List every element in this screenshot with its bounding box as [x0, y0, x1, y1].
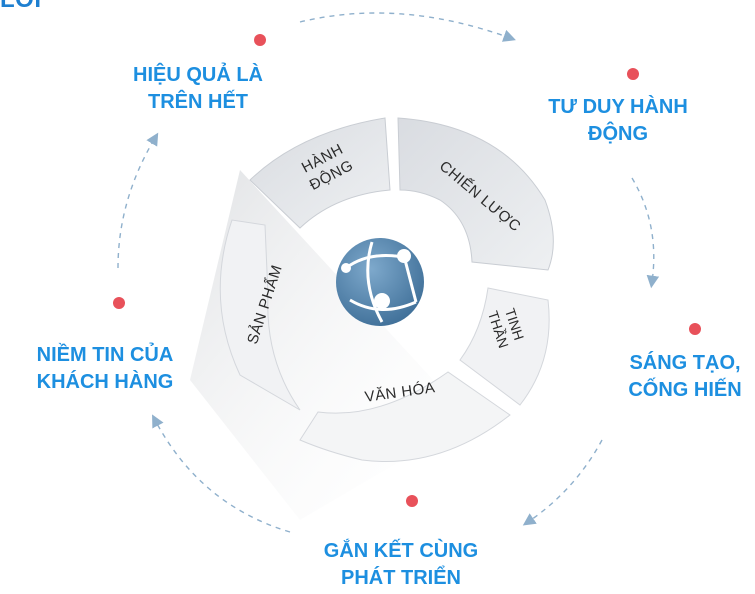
- segment-hanh-dong: [249, 117, 391, 229]
- value-dot-sang-tao: [689, 323, 701, 335]
- arrow-left: [117, 132, 159, 269]
- value-dot-gan-ket: [406, 495, 418, 507]
- arrow-bottom-left: [152, 414, 291, 533]
- globe-network-icon: [336, 238, 424, 326]
- value-label-sang-tao: SÁNG TẠO, CỐNG HIẾN: [628, 352, 742, 401]
- arrow-top: [299, 12, 516, 42]
- value-label-tu-duy: TƯ DUY HÀNH ĐỘNG: [548, 96, 688, 145]
- arrow-right-top: [631, 177, 660, 289]
- wheel: [219, 117, 554, 463]
- segment-van-hoa: [299, 371, 511, 463]
- segment-tinh-than: [459, 287, 550, 406]
- cycle-arrows: [117, 12, 660, 533]
- page-title: LỐI: [0, 0, 42, 14]
- value-dot-hieu-qua: [254, 34, 266, 46]
- segment-chien-luoc: [397, 117, 554, 271]
- value-dot-tu-duy: [627, 68, 639, 80]
- value-label-gan-ket: GẮN KẾT CÙNG PHÁT TRIỂN: [323, 540, 479, 589]
- segment-san-pham: [219, 219, 301, 411]
- value-dot-niem-tin: [113, 297, 125, 309]
- value-label-hieu-qua: HIỆU QUẢ LÀ TRÊN HẾT: [133, 64, 263, 113]
- arrow-right-bottom: [522, 439, 603, 526]
- value-label-niem-tin: NIỀM TIN CỦA KHÁCH HÀNG: [36, 344, 174, 393]
